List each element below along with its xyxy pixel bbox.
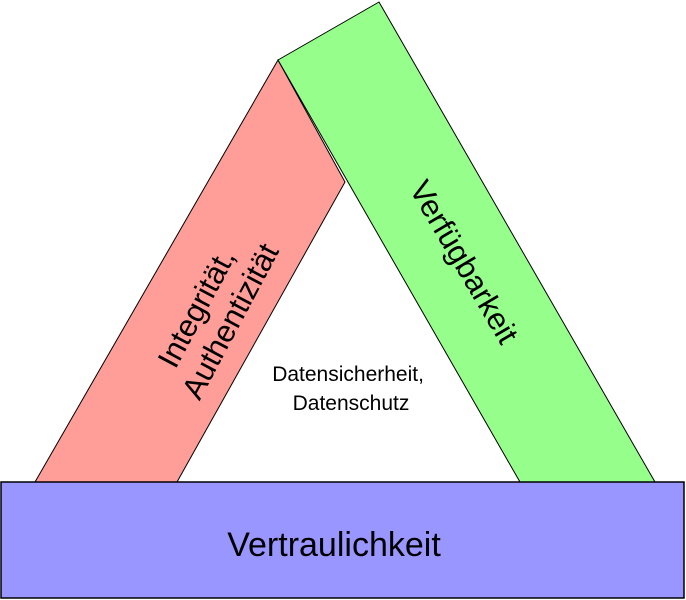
center-label-line-2: Datenschutz — [293, 392, 410, 415]
center-label: Datensicherheit, Datenschutz — [272, 363, 430, 415]
confidentiality-label: Vertraulichkeit — [227, 526, 441, 564]
integrity-authenticity-bar — [34, 58, 346, 483]
center-label-line-1: Datensicherheit, — [272, 363, 424, 386]
confidentiality-bar — [0, 481, 685, 599]
